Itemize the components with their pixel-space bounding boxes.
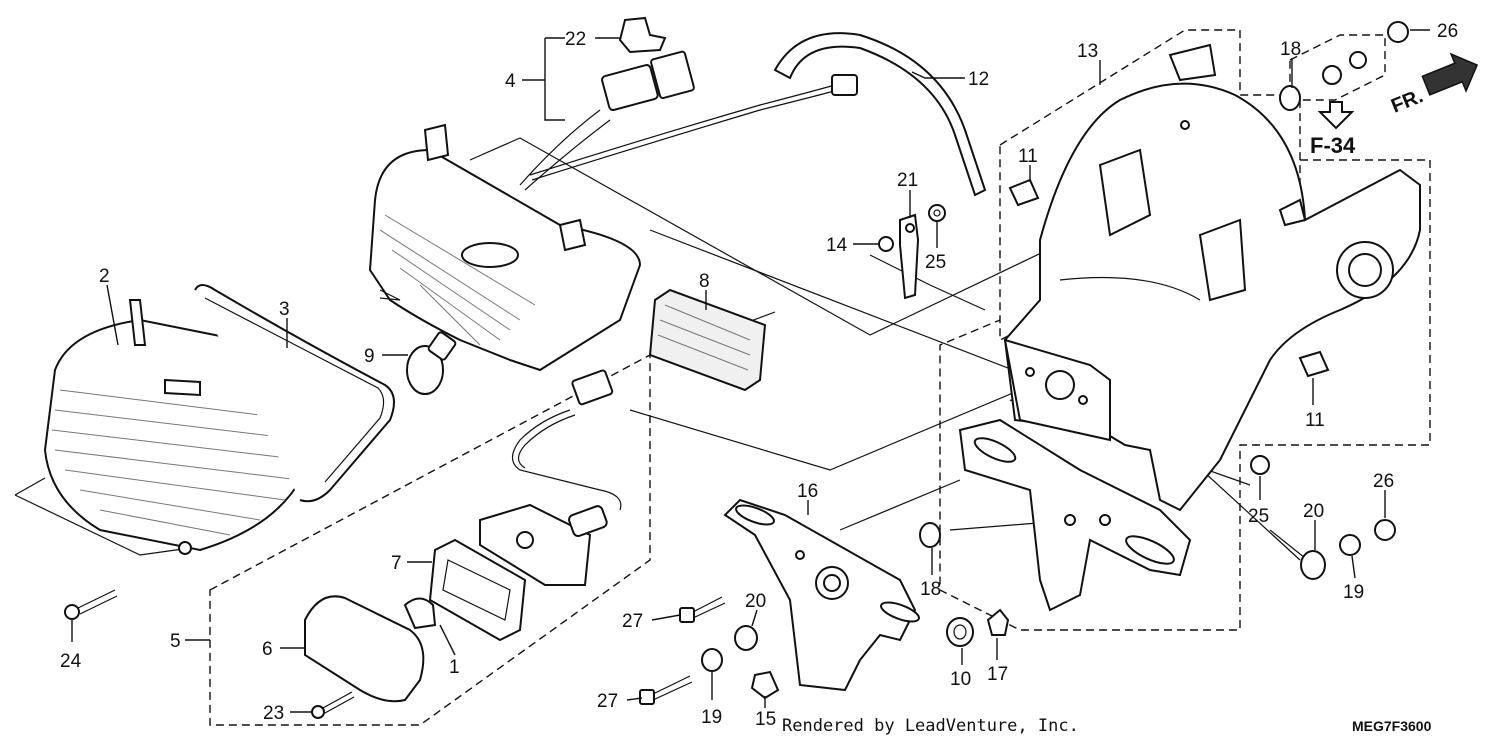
clip-part bbox=[618, 16, 667, 54]
callout-17: 17 bbox=[987, 664, 1008, 685]
callout-19-bottom: 19 bbox=[701, 707, 722, 728]
credit-text: Rendered by LeadVenture, Inc. bbox=[782, 716, 1079, 736]
callout-11-right: 11 bbox=[1305, 410, 1325, 431]
callout-19-right: 19 bbox=[1343, 582, 1364, 603]
forward-arrow-icon bbox=[1421, 52, 1479, 96]
callout-20-right: 20 bbox=[1303, 501, 1324, 522]
callout-21: 21 bbox=[897, 170, 918, 191]
plate-bracket-part bbox=[723, 498, 920, 692]
direction-label: FR. bbox=[1388, 85, 1426, 117]
callout-18-top: 18 bbox=[1280, 39, 1301, 60]
callout-9: 9 bbox=[364, 346, 375, 367]
callout-11-top: 11 bbox=[1018, 146, 1038, 167]
callout-numbers: 22 4 12 13 18 26 11 21 14 25 2 3 8 9 11 … bbox=[60, 21, 1458, 730]
callout-22: 22 bbox=[565, 29, 586, 50]
callout-2: 2 bbox=[99, 266, 110, 287]
callout-5: 5 bbox=[170, 631, 181, 652]
callout-10: 10 bbox=[950, 669, 971, 690]
callout-14: 14 bbox=[826, 235, 848, 256]
reference-arrow-icon bbox=[1317, 101, 1355, 130]
lens-gasket-part bbox=[194, 284, 395, 503]
hardware-parts bbox=[64, 21, 1409, 719]
small-bulb-part bbox=[403, 597, 437, 630]
callout-3: 3 bbox=[279, 299, 290, 320]
callout-24: 24 bbox=[60, 651, 82, 672]
callout-25-top: 25 bbox=[925, 252, 946, 273]
callout-26-right: 26 bbox=[1373, 471, 1394, 492]
callout-16: 16 bbox=[797, 481, 818, 502]
bulb-part bbox=[406, 331, 457, 395]
callout-12: 12 bbox=[968, 69, 989, 90]
reflector-part bbox=[648, 288, 767, 392]
callout-1: 1 bbox=[449, 657, 460, 678]
callout-18-bottom: 18 bbox=[920, 579, 941, 600]
light-gasket-part bbox=[428, 538, 527, 642]
license-light-part bbox=[479, 369, 622, 586]
rubber-strip-part bbox=[773, 32, 987, 197]
rear-fender-part bbox=[1003, 43, 1421, 512]
callout-20-bottom: 20 bbox=[745, 591, 766, 612]
callout-13: 13 bbox=[1077, 41, 1098, 62]
callout-6: 6 bbox=[262, 639, 273, 660]
license-lens-part bbox=[304, 595, 425, 703]
callout-26-top: 26 bbox=[1437, 21, 1458, 42]
taillight-housing-part bbox=[368, 123, 642, 372]
callout-8: 8 bbox=[699, 271, 710, 292]
callout-25-right: 25 bbox=[1248, 506, 1269, 527]
license-bracket-part bbox=[958, 418, 1192, 612]
reference-label: F-34 bbox=[1310, 133, 1356, 158]
callout-23: 23 bbox=[263, 703, 284, 724]
callout-15: 15 bbox=[755, 709, 776, 730]
callout-27-top: 27 bbox=[622, 611, 643, 632]
callout-4: 4 bbox=[505, 71, 516, 92]
callout-leaders bbox=[71, 29, 1430, 713]
diagram-code: MEG7F3600 bbox=[1352, 718, 1432, 734]
wire-harness-part bbox=[519, 50, 858, 191]
callout-27-bottom: 27 bbox=[597, 691, 618, 712]
callout-7: 7 bbox=[391, 553, 402, 574]
